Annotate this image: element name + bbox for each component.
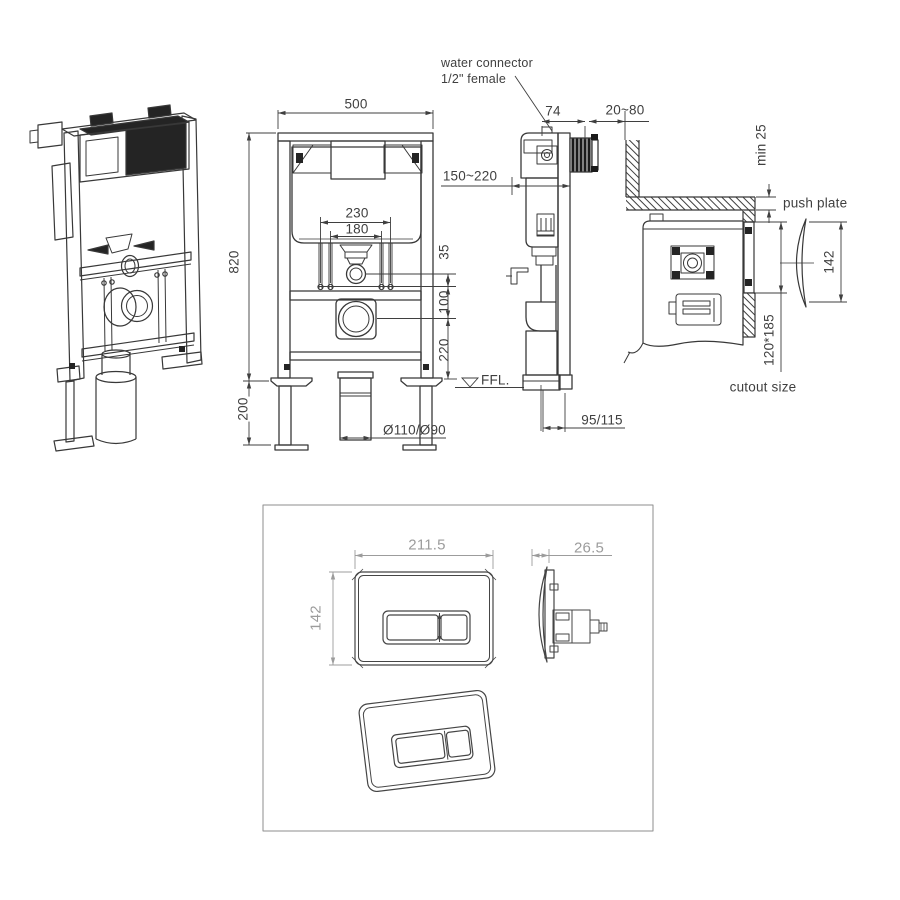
push-plate-label: push plate	[783, 195, 848, 211]
dim-frame-width: 500	[344, 96, 368, 112]
dim-flush-pipe-offset: 35	[436, 244, 452, 260]
dim-plate-height: 142	[307, 605, 325, 631]
dim-outlet-offset: 95/115	[581, 412, 623, 428]
dim-leg-height: 200	[235, 396, 251, 422]
dim-plate-depth: 26.5	[574, 539, 604, 557]
water-connector-label-line2: 1/2" female	[441, 71, 507, 86]
push-plate-panel	[262, 504, 654, 832]
dim-drain-center-height: 220	[436, 338, 452, 362]
dim-wall-distance: 20~80	[605, 102, 645, 118]
push-plate-side-view	[538, 566, 608, 663]
dim-frame-depth: 74	[545, 103, 561, 119]
frame-front-view	[270, 132, 443, 451]
dim-drain-offset: 100	[436, 290, 452, 314]
push-plate-section-profile	[795, 218, 807, 308]
push-plate-3d-view	[358, 689, 496, 793]
dim-plate-height-section: 142	[821, 250, 837, 274]
dim-plate-width: 211.5	[408, 536, 446, 554]
dim-frame-height: 820	[226, 250, 242, 274]
dim-install-depth-range: 150~220	[442, 168, 498, 184]
ffl-label: FFL.	[481, 372, 510, 388]
dim-bolt-span-outer: 230	[345, 205, 369, 221]
ffl-triangle-icon	[460, 377, 480, 388]
push-plate-dimensions	[329, 549, 612, 666]
dim-min-wall-cover: min 25	[753, 124, 769, 166]
dim-drain-pipe-diameter: Ø110/Ø90	[383, 422, 446, 438]
frame-side-dimensions	[441, 75, 649, 432]
dim-bolt-span-inner: 180	[345, 221, 369, 237]
wall-section-view	[623, 140, 814, 364]
frame-3d-view	[29, 104, 203, 452]
frame-side-view	[506, 126, 599, 431]
water-connector-label-line1: water connector	[441, 55, 533, 70]
cutout-size-label: cutout size	[729, 379, 797, 395]
wall-section-dimensions	[755, 184, 847, 372]
push-plate-front-view	[351, 568, 497, 669]
bottom-panel-border	[262, 504, 654, 832]
dim-cutout-dimensions: 120*185	[761, 313, 777, 367]
